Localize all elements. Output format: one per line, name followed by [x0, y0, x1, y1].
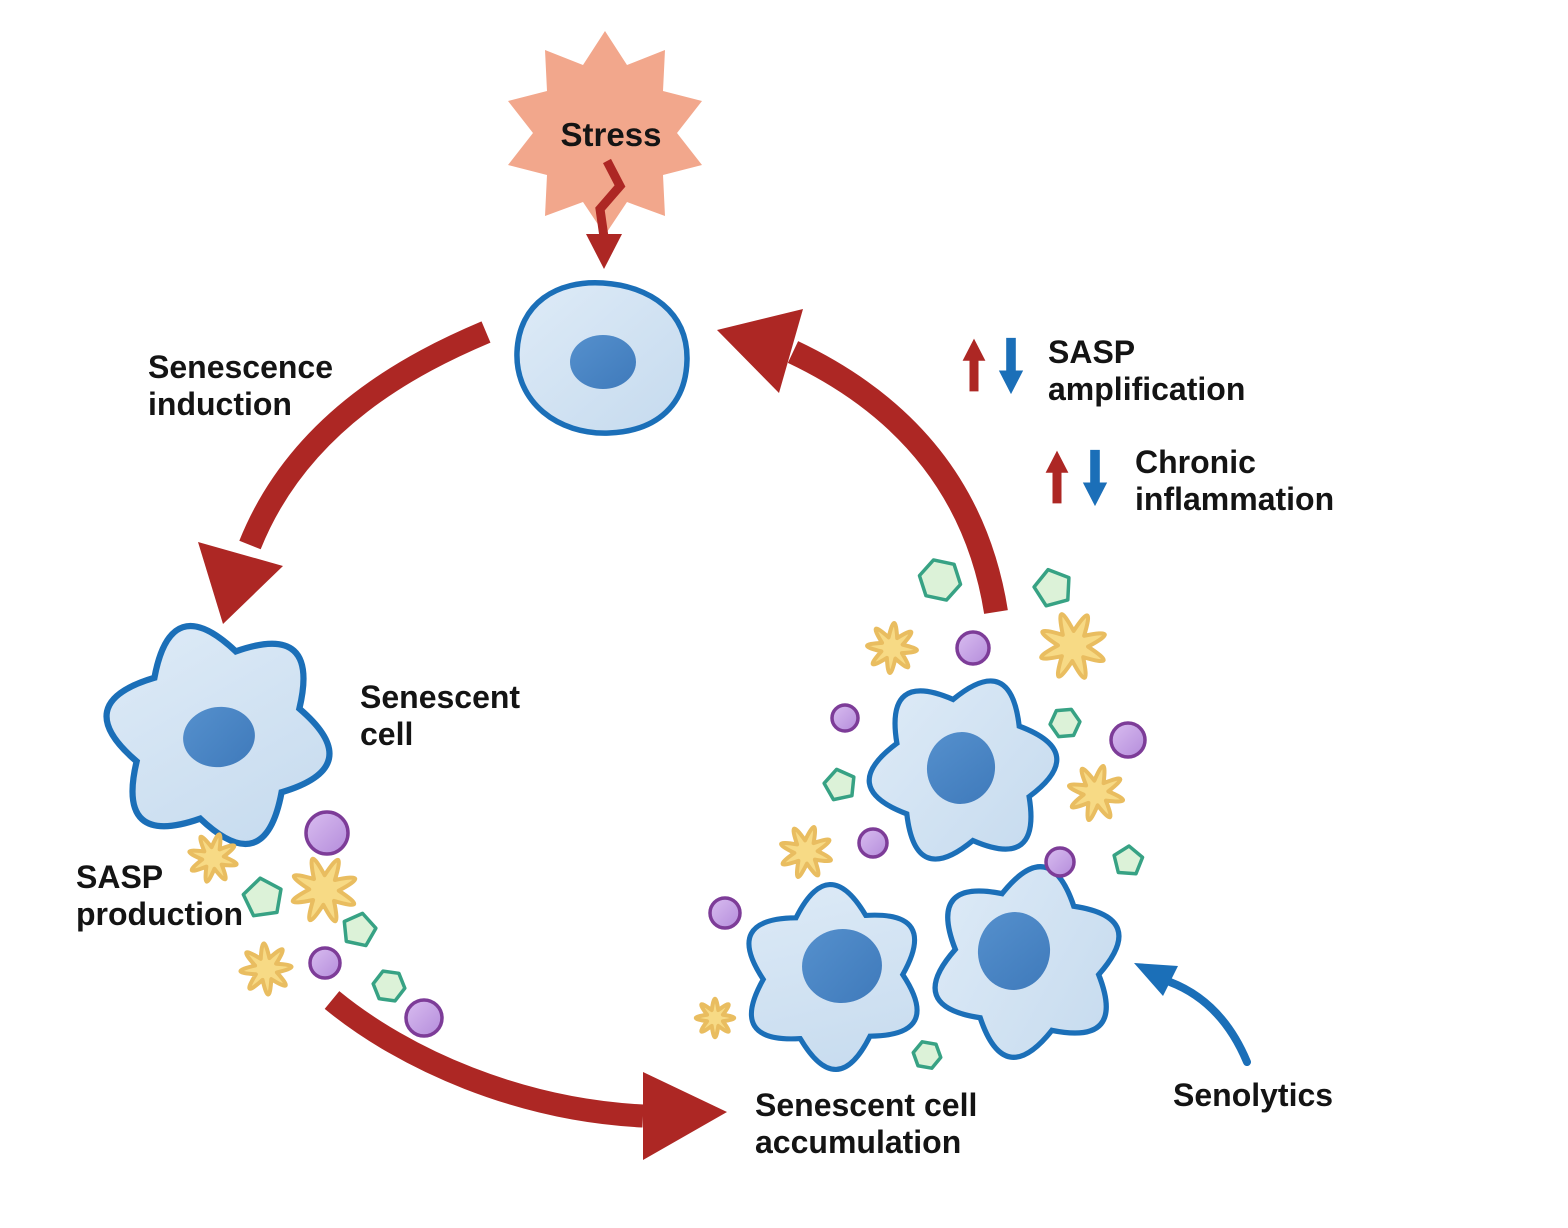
senescence-induction-label-line1: Senescence [148, 349, 333, 385]
sasp-vesicle [857, 827, 889, 859]
chronic-inflammation-label-line2: inflammation [1135, 481, 1334, 517]
cycle-arrowhead-icon [717, 309, 803, 393]
senolytics-label: Senolytics [1173, 1077, 1333, 1113]
senescent-cell [86, 612, 350, 858]
stress-arrowhead-icon [586, 234, 622, 269]
senescence-induction-label-line2: induction [148, 386, 292, 422]
decrease-arrow-icon [1082, 449, 1108, 507]
sasp-factor-star [229, 932, 303, 1006]
sasp-factor-polygon [340, 909, 379, 948]
sasp-production-label-line1: SASP [76, 859, 163, 895]
sasp-vesicle [1109, 721, 1147, 759]
senolytics-arrow [1166, 978, 1251, 1066]
cycle-arrow [324, 991, 644, 1128]
cell-nucleus [570, 335, 636, 389]
sasp-factor-polygon [1112, 844, 1144, 875]
sasp-vesicle [955, 630, 991, 666]
accumulation-label-line1: Senescent cell [755, 1087, 977, 1123]
sasp-factors-cluster [695, 557, 1147, 1070]
stressed-cell [514, 280, 690, 436]
cell-nucleus [926, 732, 996, 804]
arrow-senescence-induction [198, 321, 491, 624]
senescent-cell-label-line2: cell [360, 716, 413, 752]
stress-zigzag-arrow [595, 158, 626, 238]
accumulation-label-line2: accumulation [755, 1124, 961, 1160]
sasp-factor-polygon [370, 969, 408, 1003]
decrease-arrow-icon [998, 337, 1024, 395]
stress-burst-icon [508, 31, 702, 235]
sasp-vesicle [708, 896, 742, 930]
sasp-factor-polygon [1048, 708, 1082, 738]
sasp-factor-star [1027, 600, 1119, 692]
stress-stimulus: Stress [508, 31, 702, 269]
stress-label: Stress [561, 116, 662, 153]
sasp-factor-star [772, 818, 840, 886]
cell-nucleus [977, 912, 1051, 990]
arrow-feedback [717, 309, 1008, 614]
sasp-production-label-line2: production [76, 896, 243, 932]
sasp-factor-polygon [910, 1040, 944, 1070]
senescent-cell-cluster [712, 673, 1147, 1094]
sasp-vesicle [304, 810, 350, 856]
sasp-factor-polygon [241, 875, 285, 918]
sasp-factor-star [695, 998, 735, 1038]
sasp-factor-star [864, 620, 920, 676]
sasp-vesicle [1044, 846, 1076, 878]
sasp-vesicle [404, 998, 444, 1038]
increase-arrow-icon [962, 338, 986, 392]
sasp-amplification-label-line2: amplification [1048, 371, 1245, 407]
chronic-inflammation-label-line1: Chronic [1135, 444, 1256, 480]
sasp-factor-polygon [915, 557, 965, 603]
sasp-factor-polygon [821, 765, 858, 802]
sasp-factor-star [1057, 754, 1135, 832]
arrow-accumulation [324, 991, 727, 1160]
cycle-arrow [239, 321, 491, 550]
sasp-vesicle [308, 946, 342, 980]
cell-nucleus [802, 928, 882, 1004]
increase-arrow-icon [1045, 450, 1069, 504]
cycle-arrowhead-icon [643, 1072, 727, 1160]
sasp-amplification-label-line1: SASP [1048, 334, 1135, 370]
senolytics-arrowhead-icon [1134, 963, 1178, 996]
cycle-arrowhead-icon [198, 542, 283, 624]
senolytics: Senolytics [1134, 963, 1333, 1113]
senescent-cell-label-line1: Senescent [360, 679, 520, 715]
sasp-factor-polygon [1030, 564, 1075, 608]
cycle-arrow [787, 341, 1008, 614]
indicator-chronic-inflammation: Chronic inflammation [1045, 444, 1334, 517]
sasp-vesicle [830, 703, 860, 733]
cell-nucleus [183, 706, 255, 768]
sasp-factors-left [182, 810, 444, 1038]
indicator-sasp-amplification: SASP amplification [962, 334, 1245, 407]
